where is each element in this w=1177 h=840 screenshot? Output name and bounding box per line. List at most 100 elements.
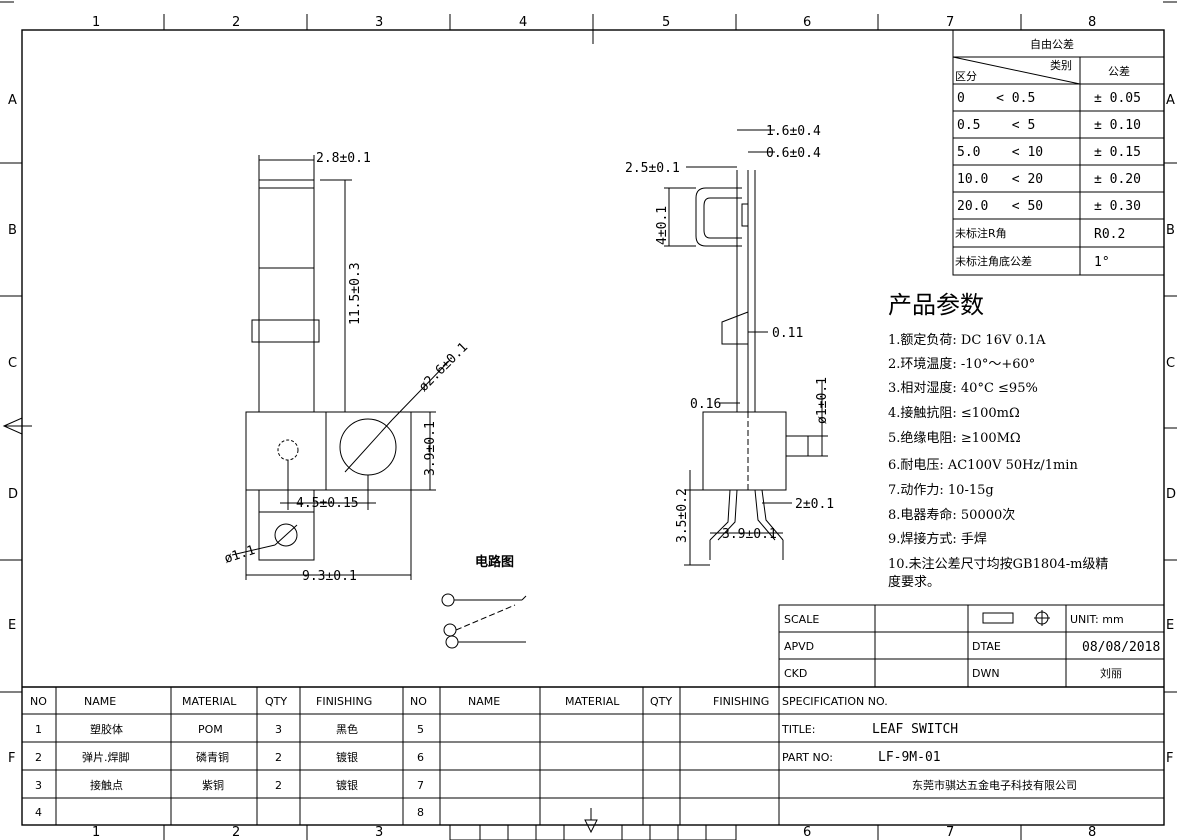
svg-text:2.5±0.1: 2.5±0.1 <box>625 161 680 176</box>
svg-text:08/08/2018: 08/08/2018 <box>1082 640 1160 655</box>
svg-text:4.接触抗阻: ≤100mΩ: 4.接触抗阻: ≤100mΩ <box>888 405 1020 421</box>
svg-text:7: 7 <box>417 779 424 792</box>
svg-text:NO: NO <box>410 695 427 708</box>
grid-labels: 1 2 3 4 5 6 7 8 1 2 3 6 7 8 A B C D E F … <box>8 15 1176 840</box>
svg-text:2: 2 <box>275 779 282 792</box>
svg-text:3: 3 <box>375 15 383 30</box>
svg-text:APVD: APVD <box>784 640 814 653</box>
svg-text:2: 2 <box>232 825 240 840</box>
grid-side-ticks <box>0 162 1177 693</box>
svg-text:2.环境温度: -10°～+60°: 2.环境温度: -10°～+60° <box>888 356 1035 372</box>
svg-text:电路图: 电路图 <box>475 554 514 570</box>
svg-text:20.0 < 50: 20.0 < 50 <box>957 199 1043 214</box>
svg-text:镀银: 镀银 <box>336 778 358 792</box>
svg-text:QTY: QTY <box>650 695 672 708</box>
svg-text:11.5±0.3: 11.5±0.3 <box>348 262 363 325</box>
svg-text:1.额定负荷: DC 16V 0.1A: 1.额定负荷: DC 16V 0.1A <box>888 333 1046 348</box>
svg-text:3: 3 <box>35 779 42 792</box>
svg-text:6: 6 <box>803 825 811 840</box>
svg-text:自由公差: 自由公差 <box>1030 37 1074 51</box>
svg-text:QTY: QTY <box>265 695 287 708</box>
svg-text:LF-9M-01: LF-9M-01 <box>878 750 941 765</box>
front-view <box>231 155 451 580</box>
svg-text:POM: POM <box>198 723 223 736</box>
svg-text:10.未注公差尺寸均按GB1804-m级精: 10.未注公差尺寸均按GB1804-m级精 <box>888 557 1108 572</box>
svg-text:5.0 < 10: 5.0 < 10 <box>957 145 1043 160</box>
svg-text:UNIT: mm: UNIT: mm <box>1070 613 1124 626</box>
svg-text:3.相对湿度: 40°C ≤95%: 3.相对湿度: 40°C ≤95% <box>888 380 1038 396</box>
svg-text:F: F <box>1166 751 1173 766</box>
svg-text:± 0.20: ± 0.20 <box>1094 172 1141 187</box>
svg-text:NAME: NAME <box>84 695 116 708</box>
svg-text:3: 3 <box>275 723 282 736</box>
svg-text:LEAF SWITCH: LEAF SWITCH <box>872 722 958 737</box>
svg-text:D: D <box>8 487 18 502</box>
svg-text:TITLE:: TITLE: <box>781 723 815 736</box>
svg-text:NAME: NAME <box>468 695 500 708</box>
circuit-diagram: 电路图 <box>441 554 527 649</box>
svg-text:2.8±0.1: 2.8±0.1 <box>316 151 371 166</box>
svg-text:ø1.1: ø1.1 <box>223 543 257 567</box>
front-view-dims: 2.8±0.1 11.5±0.3 ø2.6±0.1 3.9±0.1 4.5±0.… <box>223 151 472 584</box>
svg-text:4.5±0.15: 4.5±0.15 <box>296 496 359 511</box>
side-view <box>664 129 828 566</box>
svg-text:ø1±0.1: ø1±0.1 <box>815 377 830 424</box>
product-params: 产品参数 1.额定负荷: DC 16V 0.1A 2.环境温度: -10°～+6… <box>888 291 1108 590</box>
svg-text:3: 3 <box>375 825 383 840</box>
svg-text:± 0.10: ± 0.10 <box>1094 118 1141 133</box>
svg-text:2: 2 <box>275 751 282 764</box>
svg-text:B: B <box>1166 223 1175 238</box>
svg-text:磷青铜: 磷青铜 <box>196 750 229 764</box>
svg-text:D: D <box>1166 487 1176 502</box>
tolerance-table: 自由公差 类别 区分 公差 0 < 0.5 ± 0.05 0.5 < 5 ± 0… <box>952 29 1165 276</box>
svg-text:1°: 1° <box>1094 255 1110 270</box>
svg-text:0.6±0.4: 0.6±0.4 <box>766 146 821 161</box>
svg-text:B: B <box>8 223 17 238</box>
bom-table: NO NAME MATERIAL QTY FINISHING NO NAME M… <box>22 686 1164 840</box>
svg-text:8: 8 <box>1088 15 1096 30</box>
svg-text:± 0.05: ± 0.05 <box>1094 91 1141 106</box>
svg-text:DWN: DWN <box>972 667 1000 680</box>
svg-text:0.11: 0.11 <box>772 326 803 341</box>
svg-text:DTAE: DTAE <box>972 640 1001 653</box>
svg-text:C: C <box>1166 356 1175 371</box>
svg-text:8.电器寿命: 50000次: 8.电器寿命: 50000次 <box>888 507 1015 523</box>
svg-text:未标注R角: 未标注R角 <box>955 226 1007 240</box>
svg-text:2±0.1: 2±0.1 <box>795 497 834 512</box>
svg-text:1: 1 <box>92 825 100 840</box>
svg-text:8: 8 <box>417 806 424 819</box>
svg-text:刘丽: 刘丽 <box>1100 667 1122 680</box>
svg-text:E: E <box>1166 618 1174 633</box>
svg-text:± 0.15: ± 0.15 <box>1094 145 1141 160</box>
svg-text:MATERIAL: MATERIAL <box>182 695 237 708</box>
svg-text:7.动作力: 10-15g: 7.动作力: 10-15g <box>888 483 994 498</box>
svg-text:9.焊接方式: 手焊: 9.焊接方式: 手焊 <box>888 531 987 547</box>
svg-text:9.3±0.1: 9.3±0.1 <box>302 569 357 584</box>
svg-text:塑胶体: 塑胶体 <box>90 722 123 736</box>
svg-text:10.0 < 20: 10.0 < 20 <box>957 172 1043 187</box>
svg-text:ø2.6±0.1: ø2.6±0.1 <box>416 340 471 395</box>
svg-text:PART NO:: PART NO: <box>782 751 833 764</box>
svg-text:0.5 < 5: 0.5 < 5 <box>957 118 1035 133</box>
svg-text:3.5±0.2: 3.5±0.2 <box>675 488 690 543</box>
svg-text:FINISHING: FINISHING <box>713 695 769 708</box>
svg-text:紫铜: 紫铜 <box>202 778 224 792</box>
svg-text:C: C <box>8 356 17 371</box>
svg-text:镀银: 镀银 <box>336 750 358 764</box>
svg-text:0 < 0.5: 0 < 0.5 <box>957 91 1035 106</box>
svg-text:4: 4 <box>519 15 527 30</box>
svg-text:CKD: CKD <box>784 667 807 680</box>
svg-text:F: F <box>8 751 15 766</box>
svg-text:MATERIAL: MATERIAL <box>565 695 620 708</box>
svg-text:5.绝缘电阻: ≥100MΩ: 5.绝缘电阻: ≥100MΩ <box>888 430 1021 446</box>
svg-text:8: 8 <box>1088 825 1096 840</box>
svg-text:弹片.焊脚: 弹片.焊脚 <box>82 750 130 764</box>
svg-text:1.6±0.4: 1.6±0.4 <box>766 124 821 139</box>
side-view-dims: 1.6±0.4 0.6±0.4 2.5±0.1 4±0.1 0.11 0.16 … <box>625 124 834 543</box>
svg-text:6: 6 <box>417 751 424 764</box>
svg-text:FINISHING: FINISHING <box>316 695 372 708</box>
svg-text:0.16: 0.16 <box>690 397 721 412</box>
svg-text:E: E <box>8 618 16 633</box>
svg-text:SPECIFICATION NO.: SPECIFICATION NO. <box>782 695 888 708</box>
